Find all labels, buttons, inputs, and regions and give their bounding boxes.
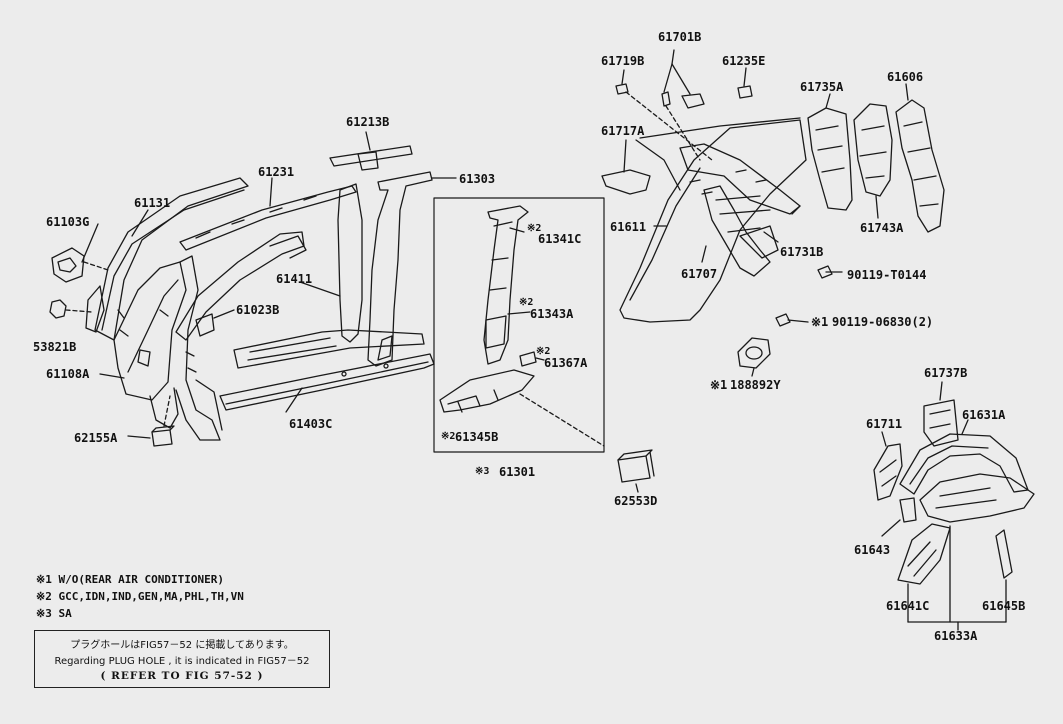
part-label-61403C[interactable]: 61403C — [289, 417, 333, 431]
part-label-61735A[interactable]: 61735A — [800, 80, 844, 94]
part-label-61131[interactable]: 61131 — [134, 196, 171, 210]
reference-note-box: プラグホールはFIG57－52 に掲載してあります。 Regarding PLU… — [34, 630, 330, 688]
footnote-mark-1: ※1 — [811, 315, 829, 329]
part-label-61108A[interactable]: 61108A — [46, 367, 90, 381]
part-label-61731B[interactable]: 61731B — [780, 245, 824, 259]
part-label-61737B[interactable]: 61737B — [924, 366, 968, 380]
note-japanese-text: プラグホールはFIG57－52 に掲載してあります。 — [70, 640, 294, 651]
part-label-61611[interactable]: 61611 — [610, 220, 647, 234]
center-pillar-sub-61301 — [439, 205, 605, 447]
part-label-61023B[interactable]: 61023B — [236, 303, 280, 317]
part-label-61743A[interactable]: 61743A — [860, 221, 904, 235]
center-pillar-rocker — [233, 183, 425, 369]
a-pillar-inner — [175, 231, 307, 341]
part-label-61213B[interactable]: 61213B — [346, 115, 390, 129]
part-label-61701B[interactable]: 61701B — [658, 30, 702, 44]
part-label-90119-06830[interactable]: 90119-06830(2) — [832, 315, 934, 329]
rocker-61403C — [219, 353, 435, 413]
part-label-61301[interactable]: 61301 — [499, 465, 536, 479]
part-label-61341C[interactable]: 61341C — [538, 232, 582, 246]
part-label-61231[interactable]: 61231 — [258, 165, 295, 179]
part-label-61411[interactable]: 61411 — [276, 272, 313, 286]
wheelhouse-group — [873, 381, 1035, 631]
b-pillar-61303 — [367, 171, 457, 367]
note-refer-text: ( REFER TO FIG 57-52 ) — [100, 670, 264, 682]
roof-rail-61231 — [179, 177, 357, 251]
part-label-61345B[interactable]: 61345B — [455, 430, 499, 444]
part-label-61633A[interactable]: 61633A — [934, 629, 978, 643]
fasteners — [737, 265, 843, 377]
footnote-mark-3: ※3 — [475, 466, 490, 477]
footnote-mark-2c: ※2 — [536, 346, 551, 357]
rear-body-group — [601, 49, 807, 323]
part-label-61343A[interactable]: 61343A — [530, 307, 574, 321]
part-label-61606[interactable]: 61606 — [887, 70, 924, 84]
part-label-61631A[interactable]: 61631A — [962, 408, 1006, 422]
footnote-mark-2a: ※2 — [527, 223, 542, 234]
part-label-61707[interactable]: 61707 — [681, 267, 718, 281]
legend-line-2: ※2 GCC,IDN,IND,GEN,MA,PHL,TH,VN — [36, 590, 244, 603]
part-label-61367A[interactable]: 61367A — [544, 356, 588, 370]
roof-header-61213B — [329, 131, 413, 171]
legend-line-1: ※1 W/O(REAR AIR CONDITIONER) — [36, 573, 225, 586]
part-label-53821B[interactable]: 53821B — [33, 340, 77, 354]
legend-line-3: ※3 SA — [36, 607, 72, 620]
part-label-188892Y[interactable]: 188892Y — [730, 378, 781, 392]
part-label-61235E[interactable]: 61235E — [722, 54, 766, 68]
part-label-62553D[interactable]: 62553D — [614, 494, 658, 508]
front-pillar-group — [49, 177, 249, 447]
rear-extensions — [807, 83, 945, 233]
block-62553D — [617, 449, 655, 493]
footnote-mark-2d: ※2 — [441, 431, 456, 442]
part-label-61103G[interactable]: 61103G — [46, 215, 90, 229]
part-label-62155A[interactable]: 62155A — [74, 431, 118, 445]
part-label-61645B[interactable]: 61645B — [982, 599, 1026, 613]
note-english-text: Regarding PLUG HOLE , it is indicated in… — [54, 656, 310, 667]
footnote-mark-2b: ※2 — [519, 297, 534, 308]
part-label-61719B[interactable]: 61719B — [601, 54, 645, 68]
part-label-61303[interactable]: 61303 — [459, 172, 496, 186]
part-label-61641C[interactable]: 61641C — [886, 599, 930, 613]
part-label-61717A[interactable]: 61717A — [601, 124, 645, 138]
part-label-90119-T0144[interactable]: 90119-T0144 — [847, 268, 927, 282]
part-label-61643[interactable]: 61643 — [854, 543, 891, 557]
part-label-61711[interactable]: 61711 — [866, 417, 903, 431]
footnote-mark-1b: ※1 — [710, 378, 728, 392]
